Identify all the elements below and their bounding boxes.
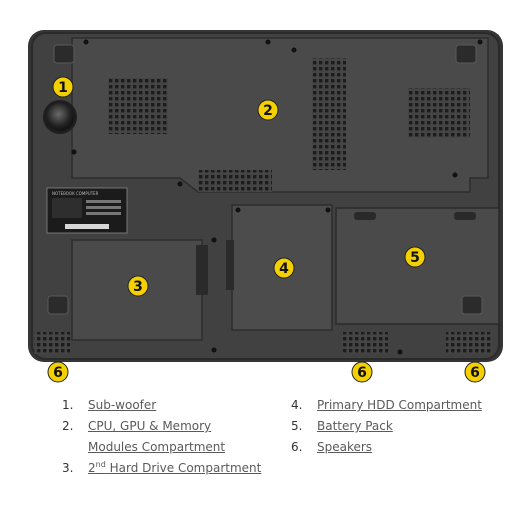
legend-number: 6.	[291, 440, 303, 454]
legend-link-battery-pack[interactable]: Battery Pack	[317, 419, 393, 433]
callout-5: 5	[404, 246, 426, 268]
callout-1: 1	[52, 76, 74, 98]
product-label-text: NOTEBOOK COMPUTER	[52, 191, 99, 196]
legend-number: 1.	[62, 398, 74, 412]
legend-number: 3.	[62, 461, 74, 475]
speaker-grilles	[34, 332, 492, 354]
svg-text:1: 1	[58, 80, 68, 96]
legend-right-column: 4. Primary HDD Compartment 5. Battery Pa…	[291, 395, 491, 458]
callout-3: 3	[127, 275, 149, 297]
legend-number: 4.	[291, 398, 303, 412]
laptop-bottom-diagram: NOTEBOOK COMPUTER 1	[28, 30, 503, 383]
callout-6-left: 6	[47, 361, 69, 383]
legend-item-1: 1. Sub-woofer	[62, 395, 272, 416]
legend-text-sup: nd	[95, 460, 106, 469]
subwoofer	[43, 100, 77, 134]
legend-link-primary-hdd[interactable]: Primary HDD Compartment	[317, 398, 482, 412]
callout-4: 4	[273, 257, 295, 279]
rubber-feet	[47, 44, 483, 315]
cpu-gpu-memory-panel	[71, 37, 489, 193]
svg-text:4: 4	[279, 261, 289, 277]
svg-text:5: 5	[410, 250, 420, 266]
callout-6-center: 6	[351, 361, 373, 383]
callout-2: 2	[257, 99, 279, 121]
svg-text:2: 2	[263, 103, 273, 119]
svg-text:6: 6	[470, 365, 480, 381]
callout-6-right: 6	[464, 361, 486, 383]
legend-link-cpu-gpu-memory[interactable]: CPU, GPU & Memory	[88, 419, 212, 433]
svg-text:6: 6	[53, 365, 63, 381]
legend-number: 5.	[291, 419, 303, 433]
legend-number: 2.	[62, 419, 74, 433]
legend-item-2-continued: Modules Compartment	[62, 437, 272, 458]
legend-item-3: 3. 2nd Hard Drive Compartment	[62, 458, 272, 479]
svg-text:6: 6	[357, 365, 367, 381]
legend-link-subwoofer[interactable]: Sub-woofer	[88, 398, 157, 412]
legend-text-pre: 2	[88, 461, 96, 475]
legend-left-column: 1. Sub-woofer 2. CPU, GPU & Memory Modul…	[62, 395, 272, 479]
legend-item-4: 4. Primary HDD Compartment	[291, 395, 491, 416]
legend-item-5: 5. Battery Pack	[291, 416, 491, 437]
legend-item-2: 2. CPU, GPU & Memory	[62, 416, 272, 437]
product-label: NOTEBOOK COMPUTER	[46, 187, 128, 234]
legend-text-post: Hard Drive Compartment	[105, 461, 262, 475]
svg-text:3: 3	[133, 279, 143, 295]
legend-item-6: 6. Speakers	[291, 437, 491, 458]
legend-link-speakers[interactable]: Speakers	[317, 440, 373, 454]
legend-link-modules-compartment[interactable]: Modules Compartment	[88, 440, 226, 454]
screws	[71, 39, 483, 355]
legend-link-second-hdd[interactable]: 2nd Hard Drive Compartment	[88, 460, 262, 476]
